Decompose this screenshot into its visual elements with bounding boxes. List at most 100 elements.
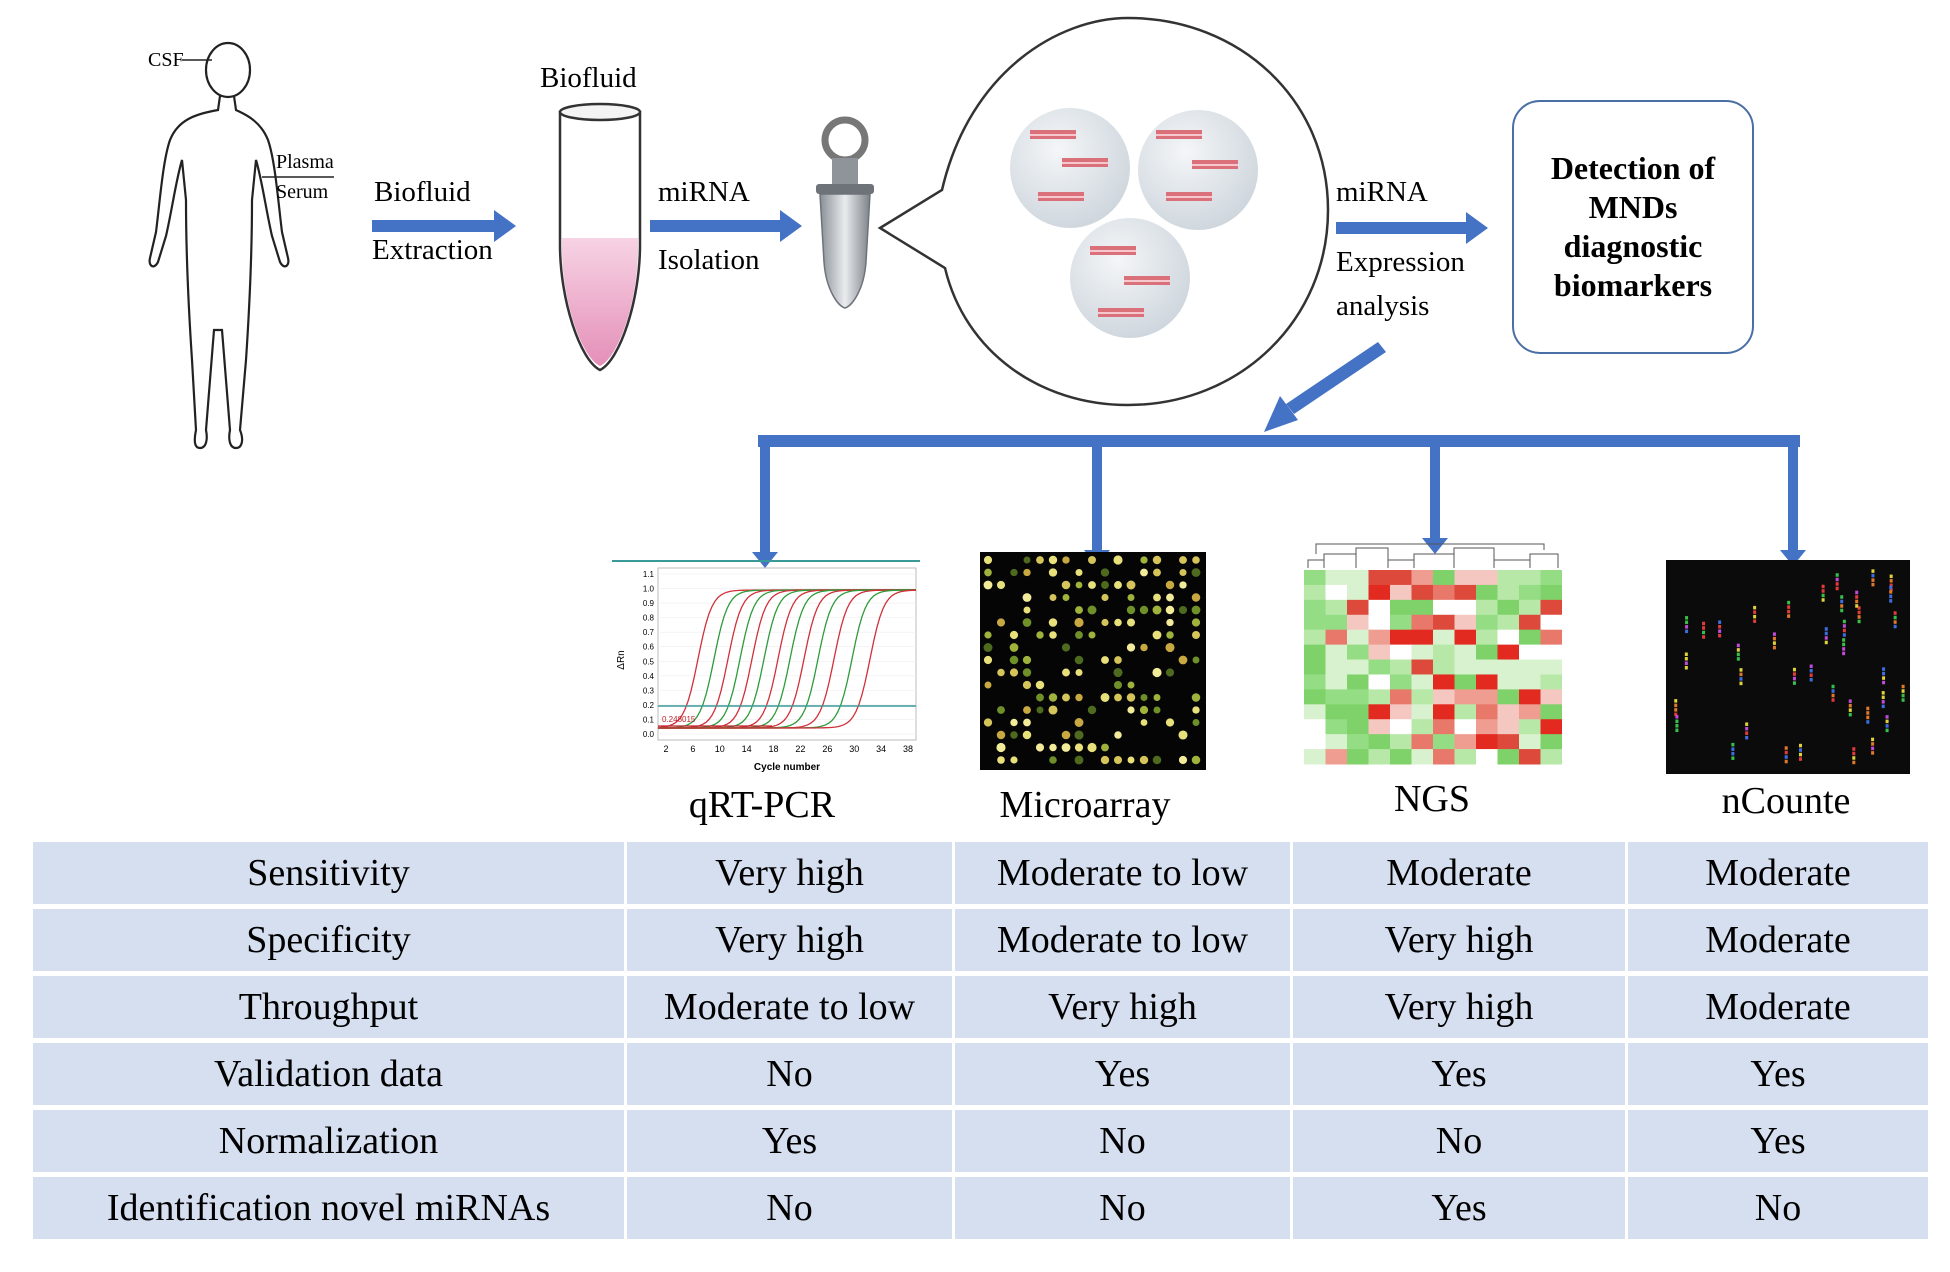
array-spot (1100, 693, 1110, 702)
barcode-spot (1835, 582, 1839, 586)
array-spot (1075, 606, 1083, 614)
heatmap-cell (1304, 659, 1326, 675)
heatmap-cell (1390, 674, 1412, 690)
heatmap-cell (1325, 570, 1348, 586)
barcode-spot (1889, 594, 1893, 599)
step1-line1: Biofluid (374, 176, 471, 208)
heatmap-cell (1519, 599, 1541, 616)
array-spot (1023, 606, 1031, 614)
array-spot (984, 568, 992, 577)
cell-ngs: Very high (1293, 976, 1625, 1038)
barcode-spot (1881, 704, 1885, 709)
heatmap-cell (1347, 599, 1369, 616)
array-spot (1022, 593, 1032, 602)
qrt-pcr-plot: 0.248015 0.00.10.20.30.40.50.60.70.80.91… (612, 560, 920, 773)
array-spot (1113, 680, 1123, 690)
array-spot (1126, 618, 1136, 627)
cell-ncounter: Moderate (1628, 842, 1928, 904)
cell-qrt-pcr: No (627, 1043, 952, 1105)
pcr-threshold-label: 0.248015 (662, 715, 696, 724)
array-spot (983, 655, 993, 665)
array-spot (1036, 556, 1044, 564)
heatmap-cell (1519, 734, 1541, 750)
array-spot (984, 681, 992, 689)
barcode-spot (1893, 611, 1897, 615)
barcode-spot (1787, 605, 1791, 609)
method-label-microarray: Microarray (999, 784, 1171, 826)
pcr-xtick-label: 10 (715, 744, 725, 754)
heatmap-cell (1540, 629, 1562, 646)
heatmap-cell (1325, 674, 1348, 690)
method-label-ncounter: nCounte (1721, 780, 1851, 822)
barcode-spot (1848, 708, 1852, 712)
heatmap-cell (1476, 644, 1498, 661)
barcode-spot (1675, 724, 1679, 728)
array-spot (1140, 719, 1148, 726)
barcode-spot (1842, 624, 1846, 628)
array-spot (1100, 568, 1110, 577)
barcode-spot (1893, 620, 1897, 624)
array-spot (1192, 556, 1200, 564)
array-spot (1087, 605, 1097, 615)
heatmap-cell (1476, 570, 1498, 586)
heatmap-cell (1433, 689, 1455, 705)
heatmap-cell (1433, 734, 1455, 750)
heatmap-cell (1368, 599, 1391, 616)
heatmap-cell (1476, 749, 1498, 765)
barcode-spot (1798, 748, 1802, 752)
array-spot (1023, 706, 1031, 714)
heatmap-cell (1325, 614, 1348, 631)
heatmap-cell (1519, 749, 1541, 765)
array-spot (1152, 667, 1162, 678)
pcr-ytick-label: 0.3 (643, 686, 655, 695)
barcode-spot (1739, 677, 1743, 681)
barcode-spot (1792, 672, 1796, 676)
heatmap-cell (1519, 659, 1541, 675)
array-spot (1061, 580, 1071, 590)
heatmap-cell (1325, 719, 1348, 735)
heatmap-cell (1390, 734, 1412, 750)
barcode-spot (1809, 668, 1813, 673)
array-spot (1153, 694, 1161, 701)
heatmap-cell (1368, 749, 1391, 765)
step2-line2: Isolation (658, 244, 760, 276)
barcode-spot (1866, 711, 1870, 715)
barcode-spot (1842, 651, 1846, 656)
pcr-curves (657, 589, 917, 729)
pcr-ytick-label: 0.6 (643, 643, 655, 652)
heatmap-cell (1304, 689, 1326, 705)
heatmap-cell (1390, 614, 1412, 631)
barcode-spot (1882, 676, 1886, 680)
heatmap-cell (1347, 749, 1369, 765)
heatmap-cell (1411, 734, 1434, 750)
array-spot (1048, 705, 1058, 715)
array-spot (1191, 568, 1201, 577)
heatmap-cell (1325, 584, 1348, 601)
pcr-xlabel: Cycle number (754, 762, 820, 773)
barcode-spot (1792, 667, 1796, 672)
heatmap-cell (1304, 644, 1326, 661)
barcode-spot (1809, 673, 1813, 677)
pcr-ytick-label: 0.2 (643, 701, 655, 710)
array-spot (996, 730, 1006, 740)
array-spot (1023, 568, 1031, 577)
heatmap-cell (1540, 674, 1562, 690)
barcode-spot (1852, 747, 1856, 751)
barcode-spot (1889, 588, 1893, 592)
barcode-spot (1835, 577, 1839, 582)
heatmap-cell (1454, 570, 1477, 586)
array-spot (983, 555, 993, 565)
array-spot (1036, 706, 1044, 714)
heatmap-cell (1497, 659, 1520, 675)
barcode-spot (1745, 726, 1749, 731)
plasma-label: Plasma (276, 151, 334, 173)
ngs-heatmap-cells (1304, 570, 1562, 765)
array-spot (1062, 693, 1070, 702)
heatmap-cell (1347, 570, 1369, 586)
cell-ncounter: Yes (1628, 1043, 1928, 1105)
heatmap-cell (1433, 599, 1455, 616)
